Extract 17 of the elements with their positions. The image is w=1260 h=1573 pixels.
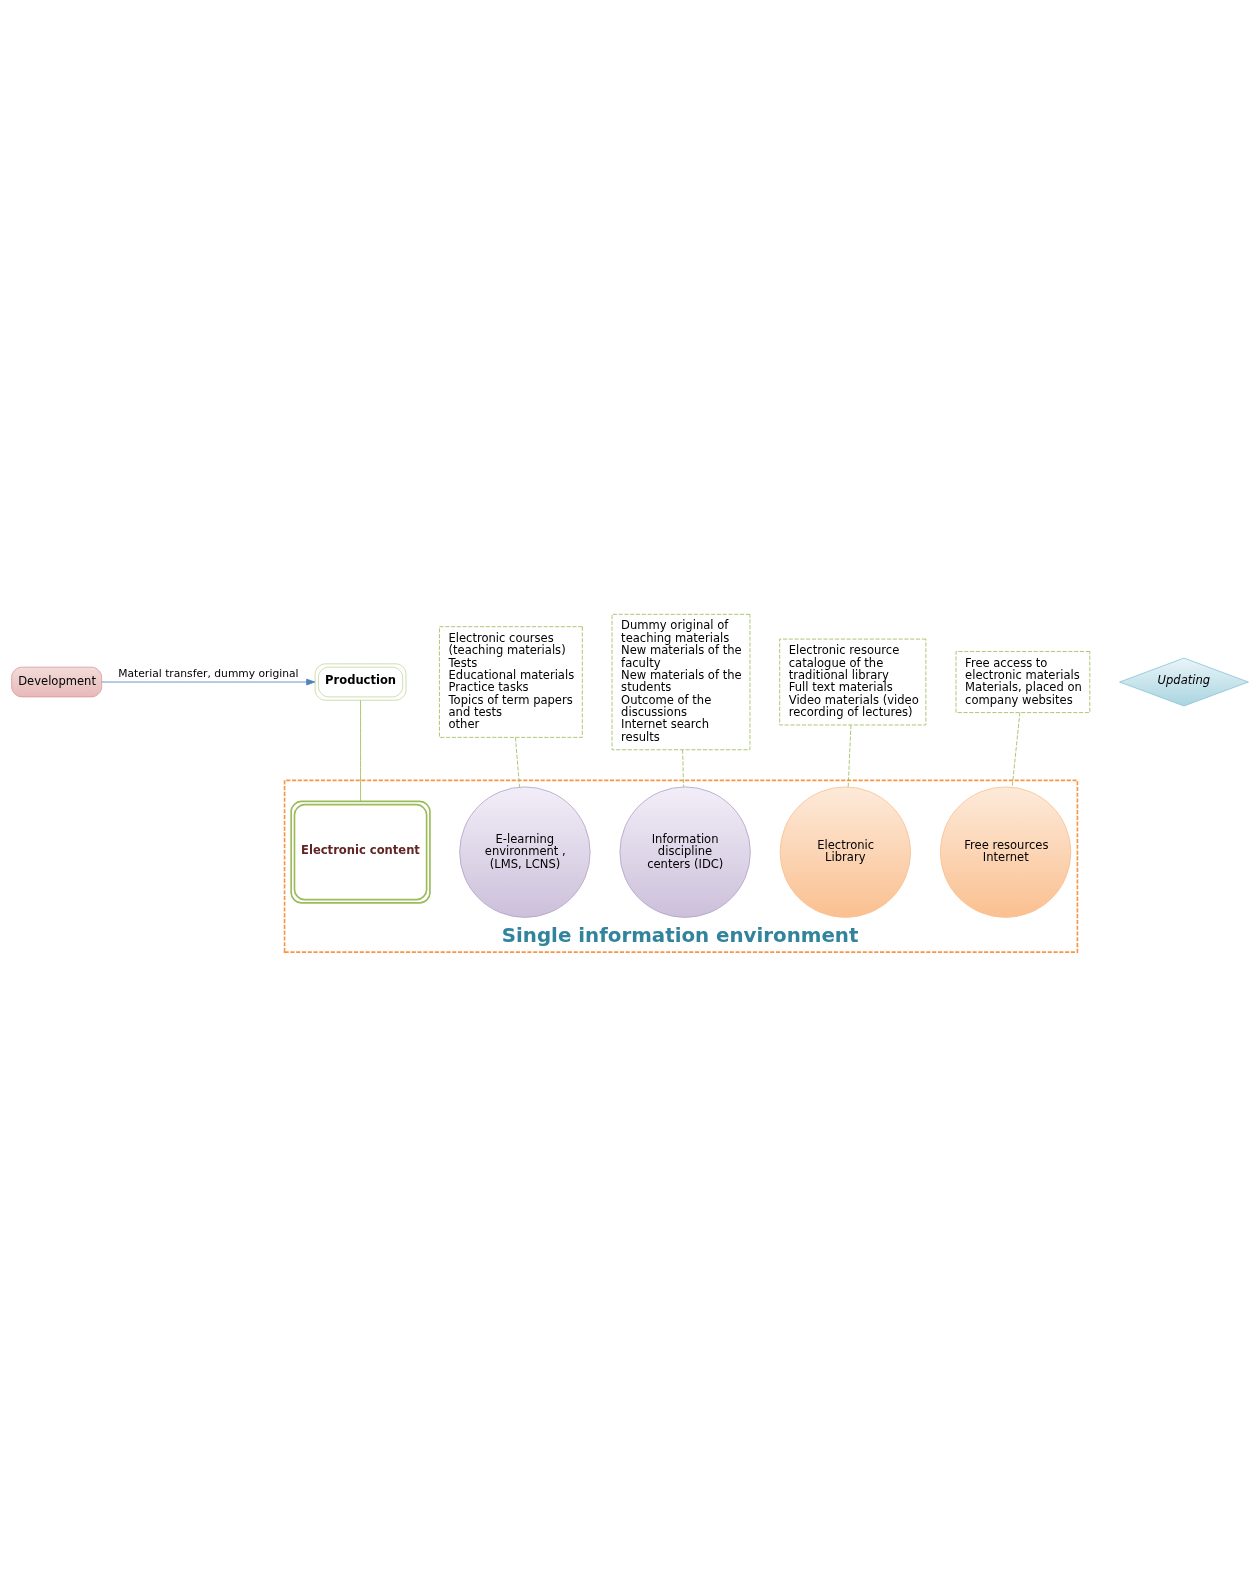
connector [515,737,520,788]
connector [847,724,852,788]
connector [360,699,361,802]
node-circle: Electronic Library [779,786,911,918]
node-box: Development [11,666,103,698]
node-diamond: Updating [1119,657,1249,707]
edge-label: Material transfer, dummy original [118,666,299,680]
node-circle: Information discipline centers (IDC) [619,786,751,918]
connector [682,749,684,788]
node-box: Electronic courses (teaching materials) Tests Educational materials Practice tasks Topics of term papers and tests other [439,626,583,738]
node-box: Dummy original of teaching materials New materials of the faculty New materials of the students Outcome of the discussions Internet search results [611,613,751,751]
arrow [101,678,316,686]
connector [1011,712,1021,788]
node-circle: Free resources Internet [939,786,1072,918]
node-box: Electronic resource catalogue of the traditional library Full text materials Video materials (video recording of lectures) [779,638,927,726]
node-circle: E-learning environment , (LMS, LCNS) [459,786,591,918]
node-box: Free access to electronic materials Materials, placed on company websites [955,651,1091,713]
